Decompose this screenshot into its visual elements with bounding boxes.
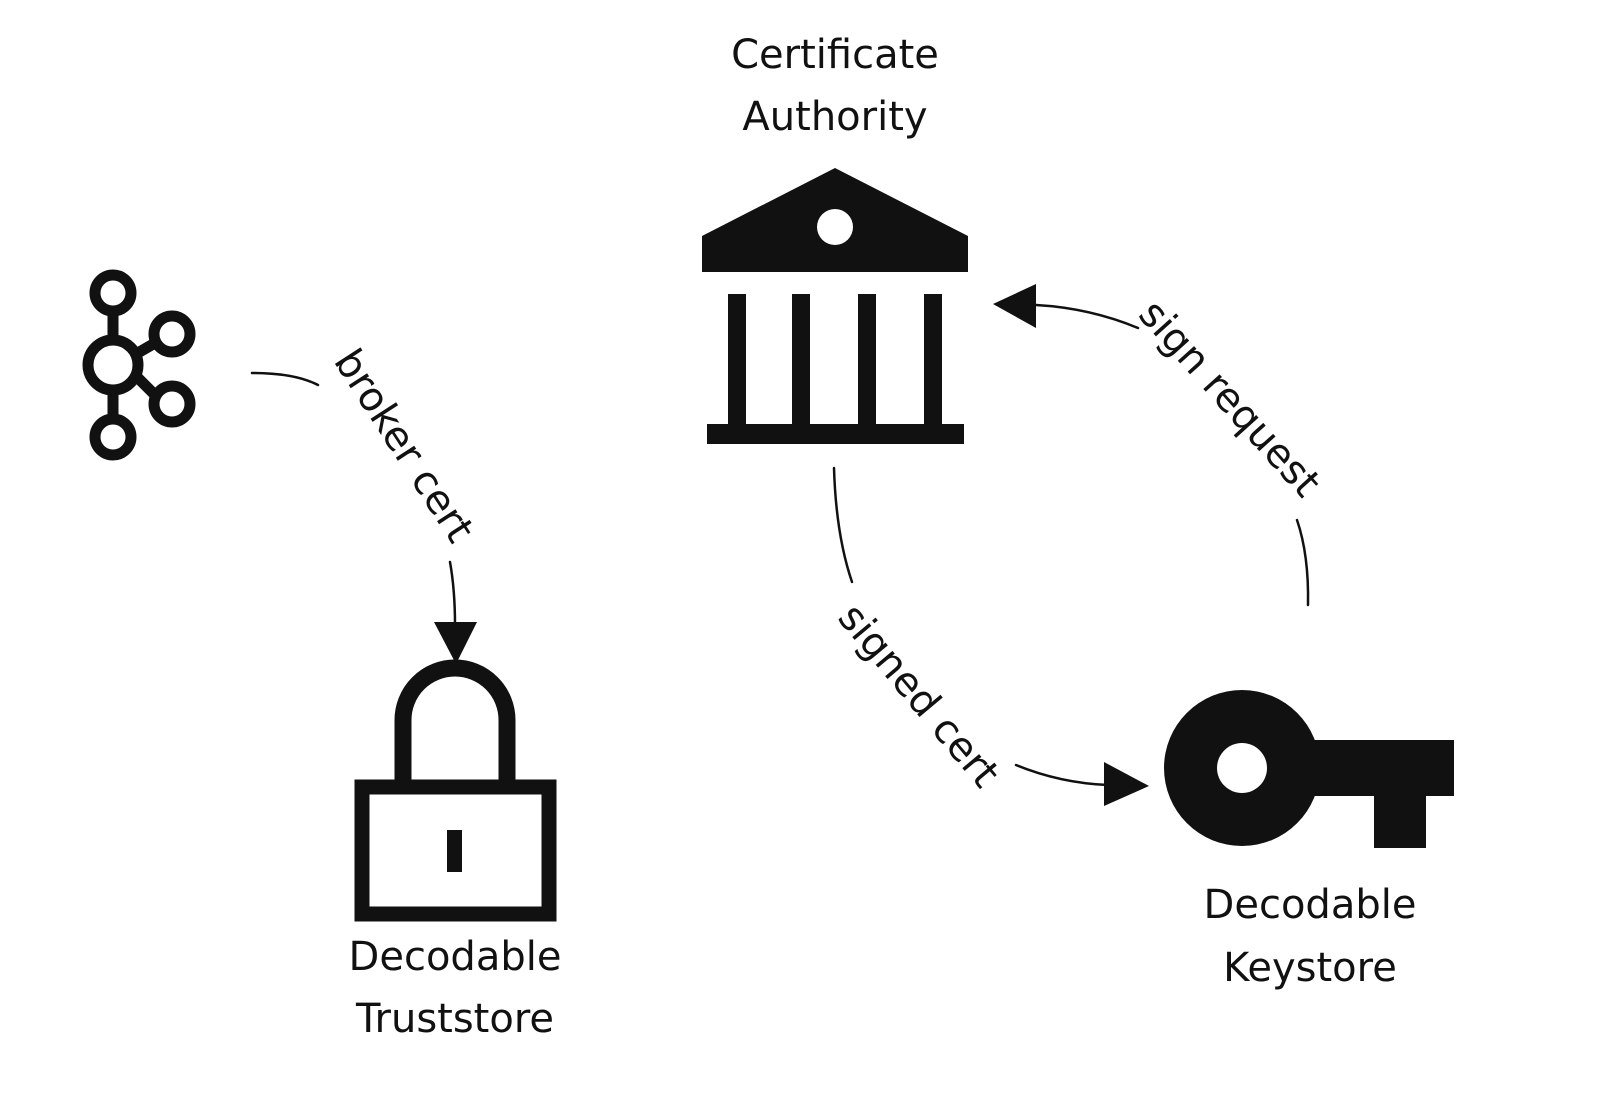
sign-request-label: sign request: [1130, 291, 1330, 506]
keystore-label-line1: Decodable: [1204, 882, 1417, 928]
keystore-label-line2: Keystore: [1223, 945, 1397, 991]
edge-broker-cert: broker cert: [250, 341, 483, 664]
ca-label-line2: Authority: [742, 94, 927, 140]
sign-request-line-start: [1295, 518, 1310, 607]
broker-cert-label: broker cert: [325, 341, 483, 550]
signed-cert-line-start: [832, 466, 854, 584]
signed-cert-label: signed cert: [829, 595, 1008, 796]
truststore-label-line2: Truststore: [355, 996, 554, 1042]
edge-sign-request: sign request: [993, 284, 1330, 607]
signed-cert-line-end: [1014, 763, 1110, 787]
broker-cert-line-start: [250, 371, 320, 387]
broker-cert-line-end: [448, 560, 457, 627]
edge-signed-cert: signed cert: [829, 466, 1149, 806]
truststore-label-line1: Decodable: [349, 934, 562, 980]
broker-cert-arrowhead: [434, 622, 477, 664]
sign-request-arrowhead: [993, 284, 1036, 328]
bank-building-icon: [702, 168, 968, 444]
signed-cert-arrowhead: [1104, 762, 1149, 806]
padlock-icon: [354, 659, 557, 922]
kafka-icon: [82, 269, 196, 461]
ca-label-line1: Certificate: [731, 32, 939, 78]
key-icon: [1164, 690, 1454, 848]
sign-request-line-end: [1034, 303, 1140, 330]
